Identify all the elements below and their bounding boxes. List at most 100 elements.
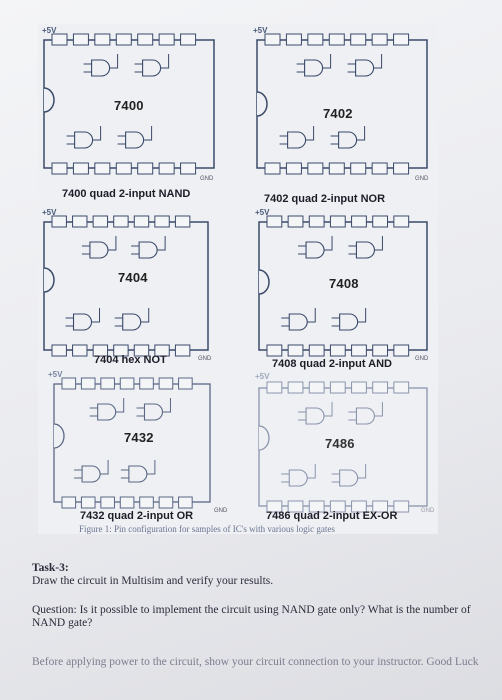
vcc-label: +5V [42,26,57,35]
bottom-pin [158,496,174,509]
task-title: Task-3: [32,562,69,574]
gate-wire [65,308,101,327]
top-pin [139,377,154,390]
ic-pin-configuration-figure: +5V 7400 GND +5V 7402 GND +5V 7404 GND [38,24,438,534]
gate-wire [281,308,316,327]
gate-symbol [89,241,109,259]
gate-symbol [288,469,308,487]
top-pin [178,377,193,390]
chip-number: 7400 [114,98,144,113]
bottom-pin [287,500,304,513]
gate-symbol [138,241,158,259]
bottom-pin [308,500,325,513]
ic-7404-diagram [43,215,209,357]
vcc-label: +5V [48,370,63,379]
top-pin [158,377,174,390]
gate-symbol [339,313,359,331]
caption-7432: 7432 quad 2-input OR [80,510,194,522]
gate-symbol [305,241,325,259]
top-pin [51,33,68,46]
top-pin [264,33,281,46]
gnd-label: GND [415,176,429,182]
top-pin [119,377,135,390]
caption-7400: 7400 quad 2-input NAND [62,188,191,200]
bottom-pin [393,344,410,357]
bottom-pin [100,496,115,509]
bottom-pin [80,496,96,509]
bottom-pin [51,344,67,357]
gate-symbol [128,465,148,483]
chip-number: 7408 [329,276,359,291]
gate-symbol [355,59,375,77]
top-pin [393,215,410,228]
bottom-pin [308,344,325,357]
gate-wire [296,54,332,73]
bottom-pin [372,500,389,513]
gate-wire [131,236,166,255]
top-pin [350,33,367,46]
top-pin [371,33,388,46]
gate-symbol [339,469,359,487]
top-pin [115,33,132,46]
top-pin [287,381,304,394]
bottom-pin [266,500,283,513]
bottom-pin [115,162,132,175]
gate-symbol [142,59,162,77]
ic-7408-diagram [258,215,428,357]
gate-symbol [338,131,358,149]
vcc-label: +5V [42,208,57,217]
gnd-label: GND [415,356,429,362]
top-pin [308,215,325,228]
bottom-pin [351,500,367,513]
bottom-pin [139,496,154,509]
top-pin [285,33,302,46]
top-pin [372,215,389,228]
gate-wire [281,464,316,483]
bottom-pin [92,344,109,357]
top-pin [180,33,197,46]
ic-7432: +5V 7432 GND [40,366,240,526]
top-pin [158,33,175,46]
bottom-pin [307,162,324,175]
top-pin [351,381,367,394]
bottom-pin [180,162,197,175]
top-pin [80,377,96,390]
ic-7402: +5V 7402 GND [243,26,443,186]
vcc-label: +5V [255,208,270,217]
gate-symbol [125,131,145,149]
gate-wire [136,398,171,417]
vcc-label: +5V [253,26,268,35]
gate-wire [117,126,153,145]
bottom-pin [158,162,175,175]
gate-wire [279,126,315,145]
top-pin [72,215,88,228]
gate-symbol [304,59,324,77]
bottom-pin [154,344,170,357]
ic-7408: +5V 7408 GND [243,204,443,364]
bottom-pin [350,162,367,175]
gate-symbol [355,241,375,259]
gate-symbol [287,131,307,149]
bottom-pin [72,162,89,175]
gnd-label: GND [198,356,212,362]
gnd-label: GND [214,508,228,514]
top-pin [133,215,150,228]
gate-wire [81,236,117,255]
bottom-pin [178,496,193,509]
bottom-pin [287,344,304,357]
gate-wire [89,398,125,417]
gnd-label: GND [421,508,435,514]
top-pin [72,33,89,46]
ic-7432-diagram [53,377,211,509]
task-question: Question: Is it possible to implement th… [32,604,471,629]
gate-wire [347,54,383,73]
caption-7402: 7402 quad 2-input NOR [264,193,386,205]
bottom-pin [393,500,410,513]
top-pin [51,215,67,228]
top-pin [393,33,410,46]
figure-caption: Figure 1: Pin configuration for samples … [79,524,335,534]
ic-7404: +5V 7404 GND [40,204,240,364]
top-pin [137,33,154,46]
gate-wire [348,236,383,255]
top-pin [329,215,346,228]
